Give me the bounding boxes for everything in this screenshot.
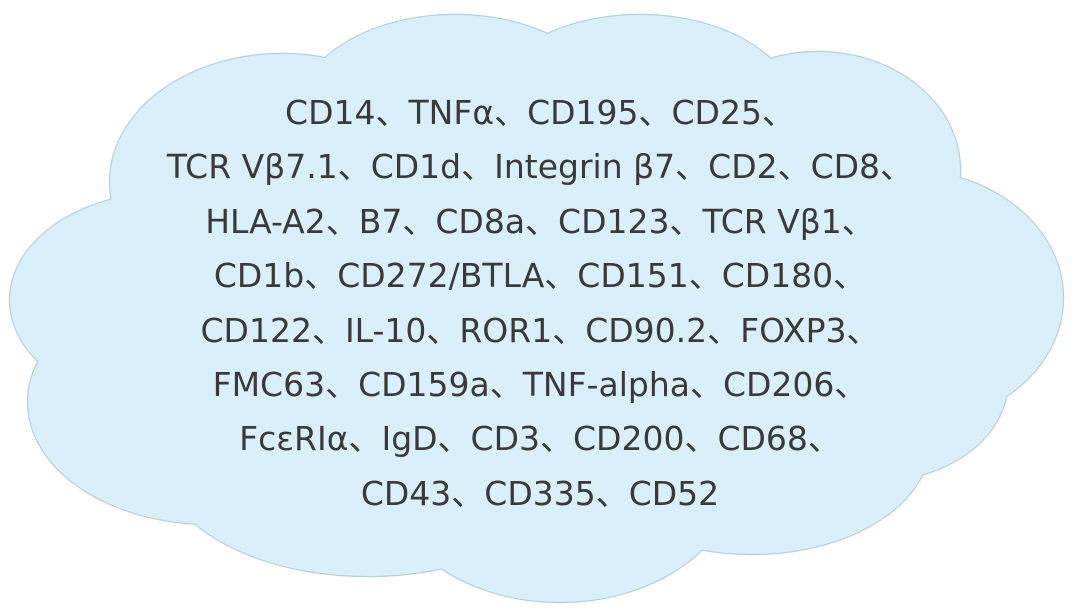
- cloud-text-block: CD14、TNFα、CD195、CD25、 TCR Vβ7.1、CD1d、Int…: [0, 86, 1080, 521]
- cloud-puff: [80, 165, 960, 495]
- cloud-text-line: HLA-A2、B7、CD8a、CD123、TCR Vβ1、: [205, 201, 875, 241]
- cloud-text-line: CD14、TNFα、CD195、CD25、: [285, 93, 795, 132]
- cloud-text-line: FMC63、CD159a、TNF-alpha、CD206、: [212, 364, 868, 404]
- cloud-text-line: CD1b、CD272/BTLA、CD151、CD180、: [213, 256, 867, 296]
- cloud-text-line: CD43、CD335、CD52: [360, 473, 720, 513]
- cloud-text-line: FcεRIα、IgD、CD3、CD200、CD68、: [239, 419, 841, 459]
- cloud-text-line: CD122、IL-10、ROR1、CD90.2、FOXP3、: [200, 310, 880, 350]
- cloud-fill: [10, 15, 1063, 602]
- cloud-text-line: TCR Vβ7.1、CD1d、Integrin β7、CD2、CD8、: [166, 147, 914, 187]
